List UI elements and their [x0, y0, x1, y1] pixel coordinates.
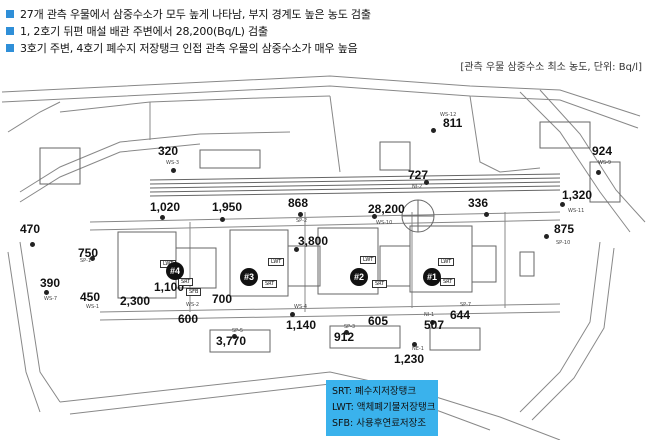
legend-item: LWT: 액체폐기물저장탱크: [332, 402, 436, 413]
well-dot: [412, 342, 417, 347]
well-dot: [160, 215, 165, 220]
well-dot: [484, 212, 489, 217]
well-id-label: WS-3: [166, 160, 180, 166]
well-id-label: SP-7: [460, 302, 472, 308]
tank-label: SRT: [262, 280, 278, 288]
well-id-label: SP-10: [556, 240, 571, 246]
well-value-label: 3,800: [298, 234, 329, 248]
tank-label: SRT: [178, 278, 194, 286]
well-value-label: 320: [158, 144, 179, 158]
square-bullet-icon: [6, 26, 14, 35]
well-id-label: WS-11: [568, 208, 585, 214]
square-bullet-icon: [6, 43, 14, 52]
well-dot: [290, 312, 295, 317]
well-dot: [431, 128, 436, 133]
well-value-label: 336: [468, 196, 489, 210]
well-dot: [372, 214, 377, 219]
tank-label: SRT: [440, 278, 456, 286]
well-dot: [544, 234, 549, 239]
bullet-list: 27개 관측 우물에서 삼중수소가 모두 높게 나타남, 부지 경계도 높은 농…: [6, 5, 646, 56]
well-value-label: 3,770: [216, 334, 247, 348]
well-value-label: 605: [368, 314, 389, 328]
well-value-label: 644: [450, 308, 471, 322]
well-value-label: 1,950: [212, 200, 243, 214]
well-dot: [30, 242, 35, 247]
well-value-label: 470: [20, 222, 41, 236]
well-id-label: SP-5: [232, 328, 244, 334]
tank-label: LWT: [360, 256, 377, 264]
bullet-item: 27개 관측 우물에서 삼중수소가 모두 높게 나타남, 부지 경계도 높은 농…: [6, 5, 646, 22]
well-value-label: 924: [592, 144, 613, 158]
well-id-label: WS-10: [376, 220, 393, 226]
well-dot: [90, 256, 95, 261]
well-value-label: 390: [40, 276, 61, 290]
bullet-text: 1, 2호기 뒤편 매설 배관 주변에서 28,200(Bq/L) 검출: [20, 24, 268, 38]
well-dot: [430, 320, 435, 325]
well-value-label: 875: [554, 222, 575, 236]
unit-marker: #2: [350, 268, 368, 286]
legend-item: SFB: 사용후연료저장조: [332, 418, 427, 429]
well-value-label: 28,200: [368, 202, 405, 216]
well-value-label: 868: [288, 196, 309, 210]
well-id-label: WS-4: [294, 304, 308, 310]
tank-label: LWT: [268, 258, 285, 266]
well-id-label: NI-2: [412, 184, 423, 190]
well-dot: [171, 168, 176, 173]
well-value-label: 600: [178, 312, 199, 326]
unit-note: [관측 우물 삼중수소 최소 농도, 단위: Bq/l]: [460, 62, 642, 73]
well-dot: [344, 330, 349, 335]
well-value-label: 507: [424, 318, 445, 332]
unit-marker: #4: [166, 262, 184, 280]
bullet-item: 1, 2호기 뒤편 매설 배관 주변에서 28,200(Bq/L) 검출: [6, 22, 646, 39]
well-dot: [294, 247, 299, 252]
well-id-label: SP-2: [296, 218, 308, 224]
bullet-text: 27개 관측 우물에서 삼중수소가 모두 높게 나타남, 부지 경계도 높은 농…: [20, 7, 371, 21]
tank-label: SFB: [186, 288, 202, 296]
well-value-label: 1,140: [286, 318, 317, 332]
unit-marker: #1: [423, 268, 441, 286]
well-value-label: 2,300: [120, 294, 151, 308]
well-id-label: WS-1: [86, 304, 100, 310]
legend-item: SRT: 폐수지저장탱크: [332, 386, 417, 397]
legend-box: SRT: 폐수지저장탱크 LWT: 액체폐기물저장탱크 SFB: 사용후연료저장…: [326, 380, 438, 436]
well-value-label: 700: [212, 292, 233, 306]
well-dot: [424, 180, 429, 185]
well-value-label: 450: [80, 290, 101, 304]
well-id-label: WS-12: [440, 112, 457, 118]
tank-label: LWT: [438, 258, 455, 266]
well-id-label: WS-7: [44, 296, 58, 302]
well-id-label: WS-9: [598, 160, 612, 166]
bullet-item: 3호기 주변, 4호기 폐수지 저장탱크 인접 관측 우물의 삼중수소가 매우 …: [6, 39, 646, 56]
well-dot: [560, 202, 565, 207]
well-dot: [298, 212, 303, 217]
well-value-label: 811: [443, 116, 463, 130]
well-dot: [220, 217, 225, 222]
well-id-label: NE-1: [412, 346, 424, 352]
tank-label: SRT: [372, 280, 388, 288]
well-dot: [44, 290, 49, 295]
well-id-label: NI-1: [424, 312, 435, 318]
well-dot: [596, 170, 601, 175]
site-map: 811 320 924 727 1,320 1,020 1,950 868 28…: [0, 72, 650, 440]
well-id-label: WS-2: [186, 302, 200, 308]
well-dot: [232, 334, 237, 339]
well-id-label: SP-1: [80, 258, 92, 264]
well-value-label: 727: [408, 168, 429, 182]
well-value-label: 1,320: [562, 188, 593, 202]
well-value-label: 1,020: [150, 200, 181, 214]
square-bullet-icon: [6, 9, 14, 18]
unit-marker: #3: [240, 268, 258, 286]
well-value-label: 1,230: [394, 352, 425, 366]
well-id-label: SP-3: [344, 324, 356, 330]
well-value-label: 1,100: [154, 280, 185, 294]
well-value-label: 750: [78, 246, 99, 260]
bullet-text: 3호기 주변, 4호기 폐수지 저장탱크 인접 관측 우물의 삼중수소가 매우 …: [20, 41, 358, 55]
well-value-label: 912: [334, 330, 355, 344]
site-drawing: [1, 75, 646, 440]
